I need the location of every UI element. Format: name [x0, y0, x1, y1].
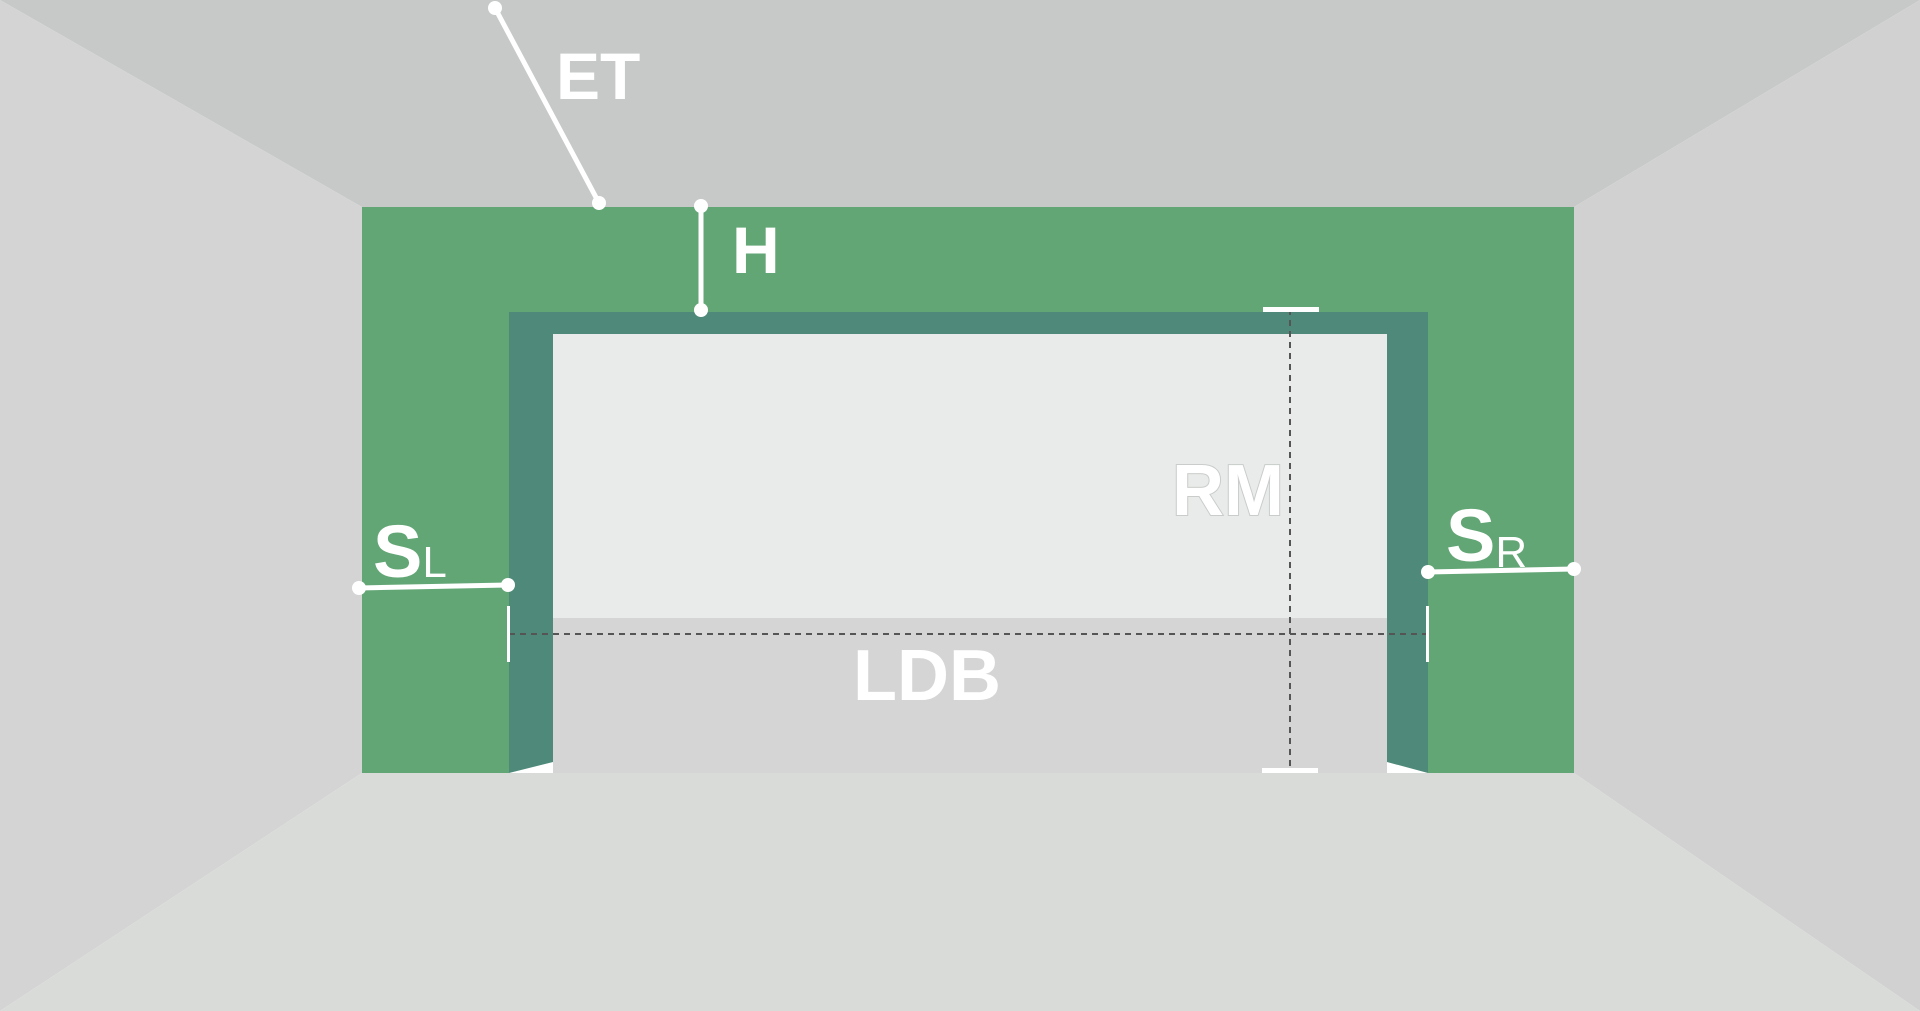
label-et: ET: [556, 39, 640, 113]
sr-right-dot: [1567, 562, 1581, 576]
sl-left-dot: [352, 581, 366, 595]
label-ldb: LDB: [853, 636, 1001, 716]
et-leader-line: [492, 5, 602, 206]
sr-measure-line: [1427, 566, 1575, 575]
label-h: H: [732, 213, 780, 287]
h-top-dot: [694, 199, 708, 213]
sl-right-dot: [501, 578, 515, 592]
ceiling: [0, 0, 1920, 207]
et-bottom-dot: [592, 196, 606, 210]
floor: [0, 773, 1920, 1011]
ldb-left-tick: [507, 606, 510, 662]
sr-left-dot: [1421, 565, 1435, 579]
right-wall: [1574, 0, 1920, 1011]
label-sr-main: S: [1446, 494, 1495, 577]
label-sr-sub: R: [1495, 528, 1527, 577]
h-bottom-dot: [694, 303, 708, 317]
ldb-right-tick: [1426, 606, 1429, 662]
et-top-dot: [488, 1, 502, 15]
label-sl-main: S: [373, 510, 422, 593]
sl-measure-line: [358, 582, 509, 591]
door-opening-upper: [553, 334, 1387, 618]
rm-top-cap: [1263, 307, 1319, 312]
door-opening-lower: [553, 618, 1387, 773]
rm-bottom-cap: [1262, 768, 1318, 773]
left-wall: [0, 0, 362, 1011]
label-sr: SR: [1446, 494, 1527, 577]
label-rm: RM: [1172, 451, 1284, 531]
label-sl-sub: L: [422, 538, 446, 587]
frame-front-wall: [362, 207, 1574, 773]
label-sl: SL: [373, 510, 447, 593]
